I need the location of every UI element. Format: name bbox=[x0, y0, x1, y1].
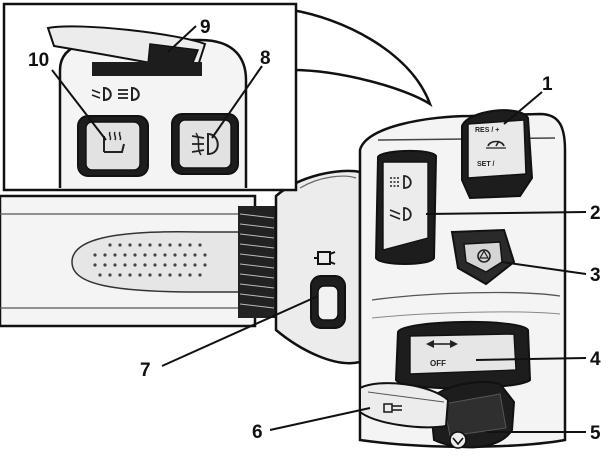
headlight-low-icon bbox=[91, 86, 112, 102]
fog-light-icon bbox=[191, 132, 219, 156]
passing-lever[interactable] bbox=[359, 382, 450, 429]
turn-signal-switch[interactable]: OFF bbox=[394, 320, 532, 390]
cruise-control-switch[interactable]: RES / + SET / bbox=[461, 109, 534, 200]
handlebar-grip bbox=[0, 194, 276, 328]
light-switch-icon bbox=[314, 251, 336, 265]
callout-6: 6 bbox=[252, 422, 263, 443]
callout-2: 2 bbox=[590, 203, 601, 224]
callout-3: 3 bbox=[590, 265, 601, 286]
seat-heater-button[interactable] bbox=[77, 115, 149, 177]
callout-5: 5 bbox=[590, 423, 601, 444]
headlight-low-icon-switch bbox=[389, 207, 412, 221]
inner-housing bbox=[274, 169, 362, 365]
callout-8: 8 bbox=[260, 48, 271, 69]
fog-light-button[interactable] bbox=[171, 113, 239, 175]
hazard-icon bbox=[477, 249, 491, 263]
headlight-high-icon-switch bbox=[390, 175, 412, 189]
callout-10: 10 bbox=[28, 50, 49, 71]
zoom-callout-arrow bbox=[290, 8, 433, 108]
headlight-high-icon bbox=[118, 86, 140, 102]
passing-icon bbox=[383, 403, 402, 413]
cruise-control-icon bbox=[486, 140, 506, 149]
turn-signal-off-label: OFF bbox=[430, 359, 446, 368]
leader-lines bbox=[51, 25, 587, 433]
turn-signal-icon bbox=[426, 340, 458, 348]
light-switch[interactable] bbox=[310, 275, 346, 329]
horn-icon bbox=[449, 431, 467, 449]
callout-7: 7 bbox=[140, 360, 151, 381]
hazard-button[interactable] bbox=[450, 228, 516, 286]
callout-numbers: 1 2 3 4 5 6 7 8 9 10 bbox=[28, 17, 601, 444]
callout-9: 9 bbox=[200, 17, 211, 38]
cruise-set-label: SET / bbox=[477, 161, 495, 168]
callout-4: 4 bbox=[590, 349, 601, 370]
inset-panel bbox=[2, 2, 298, 192]
callout-1: 1 bbox=[542, 74, 553, 95]
cruise-res-label: RES / + bbox=[475, 127, 499, 134]
